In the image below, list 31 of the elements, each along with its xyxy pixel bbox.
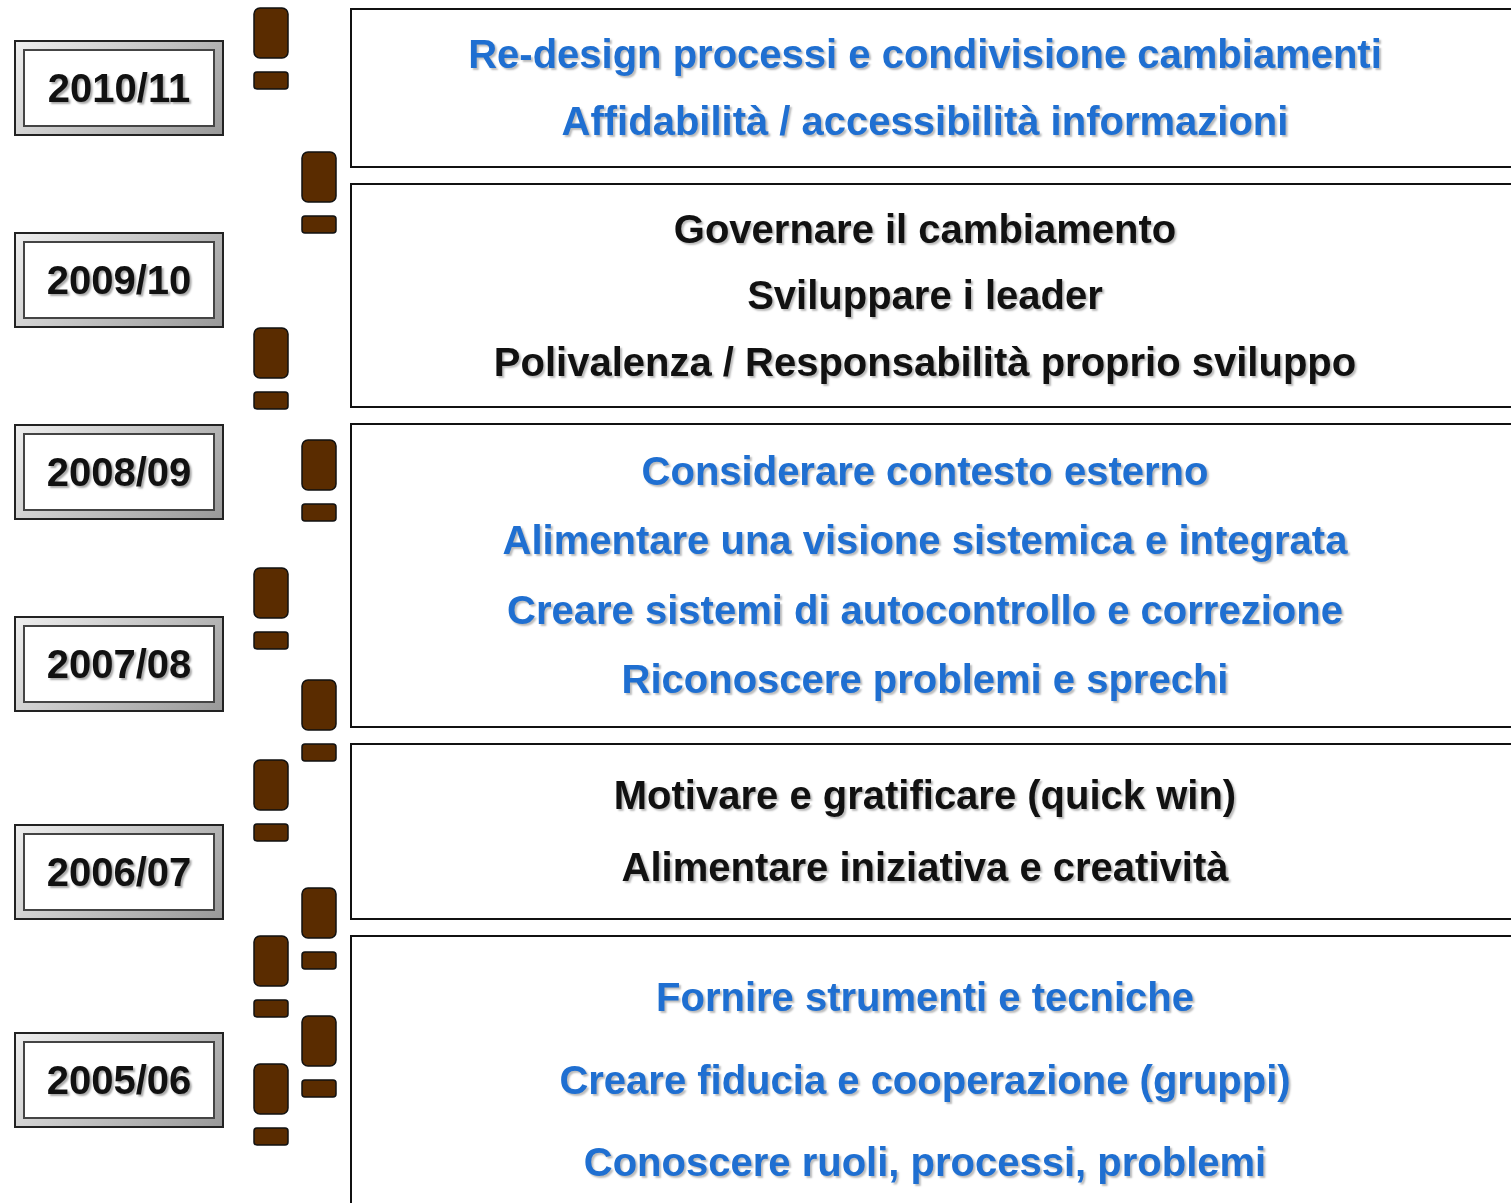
goal-box	[350, 743, 1511, 920]
goal-text: Considerare contesto esterno	[641, 449, 1209, 495]
goal-text: Fornire strumenti e tecniche	[656, 974, 1194, 1020]
goal-text: Motivare e gratificare (quick win)	[613, 772, 1237, 818]
goal-box	[350, 423, 1511, 728]
year-box	[14, 824, 224, 920]
goal-box	[350, 8, 1511, 168]
year-box	[14, 232, 224, 328]
goal-text: Polivalenza / Responsabilità proprio sviluppo	[493, 339, 1357, 385]
year-box	[14, 616, 224, 712]
goal-text: Governare il cambiamento	[673, 206, 1177, 252]
year-label: 2009/10	[46, 257, 192, 303]
year-box	[14, 40, 224, 136]
year-box	[14, 424, 224, 520]
goal-box	[350, 935, 1511, 1203]
goal-text: Re-design processi e condivisione cambiamenti	[468, 32, 1382, 77]
goal-text: Conoscere ruoli, processi, problemi	[583, 1140, 1267, 1186]
year-box	[14, 1032, 224, 1128]
year-label: 2005/06	[46, 1057, 192, 1103]
goal-text: Alimentare una visione sistemica e integrata	[502, 518, 1348, 564]
goal-text: Creare fiducia e cooperazione (gruppi)	[559, 1057, 1291, 1103]
goal-text: Riconoscere problemi e sprechi	[621, 656, 1229, 702]
goal-text: Sviluppare i leader	[747, 273, 1103, 318]
goal-text: Affidabilità / accessibilità informazioni	[561, 99, 1289, 144]
year-label: 2010/11	[47, 65, 191, 111]
goal-box	[350, 183, 1511, 408]
goal-text: Creare sistemi di autocontrollo e correzione	[507, 587, 1343, 633]
year-label: 2006/07	[46, 849, 192, 895]
year-label: 2008/09	[46, 449, 192, 495]
goal-text: Alimentare iniziativa e creatività	[621, 845, 1229, 891]
year-label: 2007/08	[46, 641, 192, 687]
